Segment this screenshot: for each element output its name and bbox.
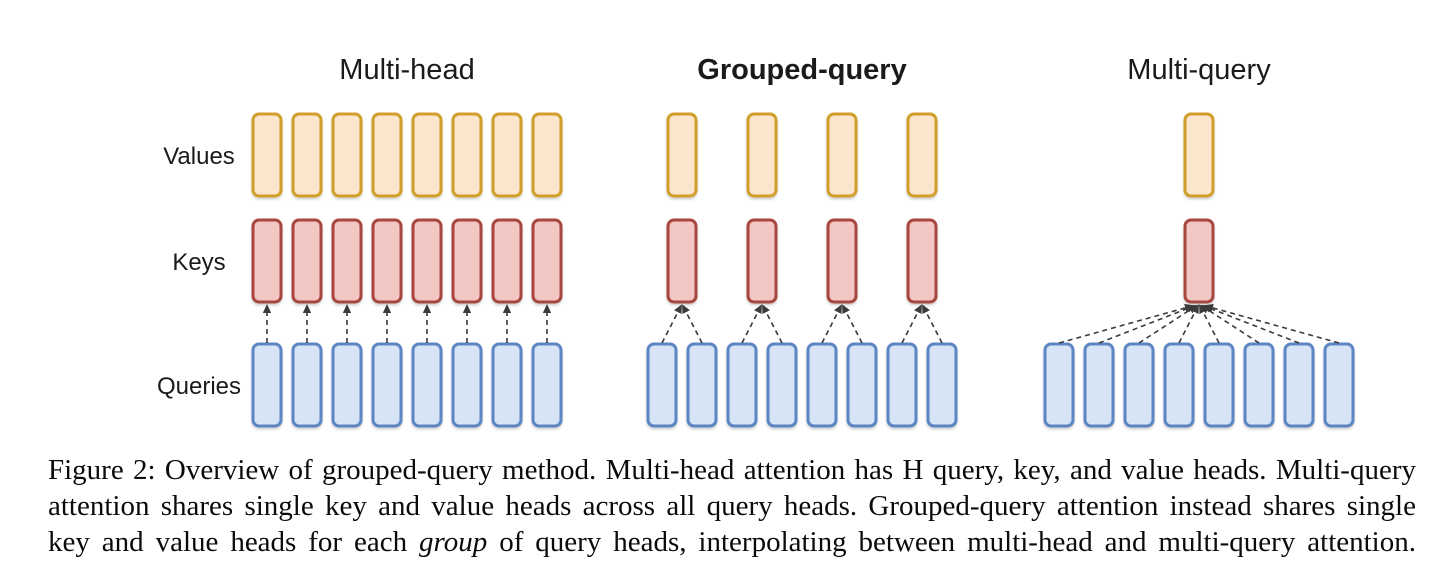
query-to-key-connector: [1204, 303, 1340, 344]
query-head-bar: [646, 342, 678, 428]
query-head-bar: [1203, 342, 1235, 428]
query-to-key-connector: [922, 304, 943, 344]
key-head-bar: [826, 218, 858, 304]
query-head-bar: [371, 342, 403, 428]
query-to-key-connector: [901, 304, 922, 344]
query-to-key-connector: [1202, 304, 1300, 344]
query-head-bar: [686, 342, 718, 428]
query-head-bar: [1243, 342, 1275, 428]
query-head-bar: [926, 342, 958, 428]
query-head-bar: [331, 342, 363, 428]
query-head-bar: [846, 342, 878, 428]
value-head-bar: [251, 112, 283, 198]
query-to-key-connector: [1200, 304, 1260, 344]
caption-line-2: attention shares single key and value he…: [48, 490, 1416, 522]
value-head-bar: [491, 112, 523, 198]
query-to-key-connector: [661, 304, 682, 344]
diagram-title-grouped-query: Grouped-query: [697, 54, 906, 86]
query-head-bar: [1163, 342, 1195, 428]
value-head-bar: [1183, 112, 1215, 198]
query-to-key-connector: [1138, 304, 1198, 344]
value-head-bar: [371, 112, 403, 198]
value-head-bar: [666, 112, 698, 198]
query-head-bar: [886, 342, 918, 428]
key-head-bar: [451, 218, 483, 304]
value-head-bar: [451, 112, 483, 198]
key-head-bar: [1183, 218, 1215, 304]
query-head-bar: [1283, 342, 1315, 428]
query-head-bar: [1083, 342, 1115, 428]
query-head-bar: [251, 342, 283, 428]
query-head-bar: [1043, 342, 1075, 428]
key-head-bar: [491, 218, 523, 304]
figure-caption: Figure 2: Overview of grouped-query meth…: [48, 452, 1416, 560]
key-head-bar: [666, 218, 698, 304]
query-head-bar: [531, 342, 563, 428]
key-head-bar: [371, 218, 403, 304]
caption-line-3: key and value heads for each group of qu…: [48, 524, 1416, 560]
value-head-bar: [331, 112, 363, 198]
key-head-bar: [906, 218, 938, 304]
diagram-title-multi-query: Multi-query: [1127, 54, 1271, 86]
query-head-bar: [1323, 342, 1355, 428]
query-head-bar: [1123, 342, 1155, 428]
value-head-bar: [411, 112, 443, 198]
query-to-key-connector: [1199, 304, 1220, 344]
key-head-bar: [291, 218, 323, 304]
query-head-bar: [766, 342, 798, 428]
query-head-bar: [726, 342, 758, 428]
query-to-key-connector: [1178, 304, 1199, 344]
key-head-bar: [331, 218, 363, 304]
caption-line-3-italic-word: group: [419, 526, 488, 558]
row-label-values: Values: [163, 143, 235, 170]
query-to-key-connector: [762, 304, 783, 344]
value-head-bar: [531, 112, 563, 198]
key-head-bar: [411, 218, 443, 304]
key-head-bar: [531, 218, 563, 304]
query-to-key-connector: [821, 304, 842, 344]
query-head-bar: [491, 342, 523, 428]
query-to-key-connector: [1058, 303, 1194, 344]
key-head-bar: [746, 218, 778, 304]
query-head-bar: [806, 342, 838, 428]
query-to-key-connector: [1098, 304, 1196, 344]
query-head-bar: [291, 342, 323, 428]
caption-line-1: Figure 2: Overview of grouped-query meth…: [48, 454, 1416, 486]
caption-line-3-pre: key and value heads for each: [48, 526, 420, 558]
row-label-keys: Keys: [172, 249, 225, 276]
value-head-bar: [291, 112, 323, 198]
query-to-key-connector: [682, 304, 703, 344]
value-head-bar: [746, 112, 778, 198]
row-label-queries: Queries: [157, 373, 241, 400]
query-head-bar: [411, 342, 443, 428]
key-head-bar: [251, 218, 283, 304]
caption-line-3-post: of query heads, interpolating between mu…: [487, 526, 1416, 558]
query-to-key-connector: [842, 304, 863, 344]
value-head-bar: [906, 112, 938, 198]
value-head-bar: [826, 112, 858, 198]
diagram-title-multi-head: Multi-head: [339, 54, 474, 86]
query-to-key-connector: [741, 304, 762, 344]
query-head-bar: [451, 342, 483, 428]
